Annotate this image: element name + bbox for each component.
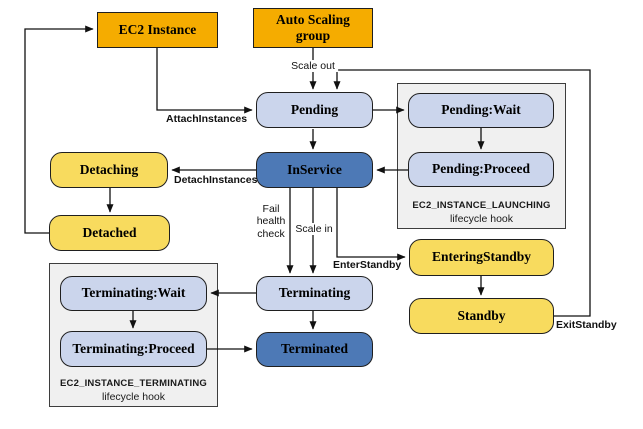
node-pending: Pending bbox=[256, 92, 373, 128]
lifecycle-hook-terminating-caption: lifecycle hook bbox=[101, 391, 166, 403]
node-standby: Standby bbox=[409, 298, 554, 334]
edge-label-detach-instances: DetachInstances bbox=[174, 174, 258, 186]
edge-label-fail-health-check: Fail health check bbox=[256, 203, 286, 240]
lifecycle-hook-launching-name: EC2_INSTANCE_LAUNCHING bbox=[412, 200, 551, 211]
edge-detached-to-ec2-instance bbox=[24, 25, 94, 234]
edge-label-attach-instances: AttachInstances bbox=[166, 113, 248, 125]
node-entering-standby: EnteringStandby bbox=[409, 239, 554, 276]
lifecycle-hook-launching-caption: lifecycle hook bbox=[449, 213, 514, 225]
edge-label-scale-in: Scale in bbox=[292, 223, 336, 236]
edge-standby-to-pending bbox=[333, 69, 591, 317]
lifecycle-hook-terminating-name: EC2_INSTANCE_TERMINATING bbox=[60, 378, 207, 389]
edge-label-exit-standby: ExitStandby bbox=[556, 319, 617, 331]
node-auto-scaling-group: Auto Scaling group bbox=[253, 8, 373, 48]
node-terminating: Terminating bbox=[256, 276, 373, 311]
node-detached: Detached bbox=[49, 215, 170, 251]
node-pending-wait: Pending:Wait bbox=[408, 93, 554, 128]
edge-ec2-instance-to-pending bbox=[156, 48, 253, 114]
node-terminating-wait: Terminating:Wait bbox=[60, 276, 207, 311]
node-in-service: InService bbox=[256, 152, 373, 188]
edge-label-scale-out: Scale out bbox=[288, 60, 338, 73]
node-detaching: Detaching bbox=[50, 152, 168, 188]
node-terminated: Terminated bbox=[256, 332, 373, 367]
node-ec2-instance: EC2 Instance bbox=[97, 12, 218, 48]
node-terminating-proceed: Terminating:Proceed bbox=[60, 331, 207, 367]
node-pending-proceed: Pending:Proceed bbox=[408, 152, 554, 187]
edge-label-enter-standby: EnterStandby bbox=[333, 259, 402, 271]
edge-in-service-to-entering-standby bbox=[336, 188, 406, 261]
